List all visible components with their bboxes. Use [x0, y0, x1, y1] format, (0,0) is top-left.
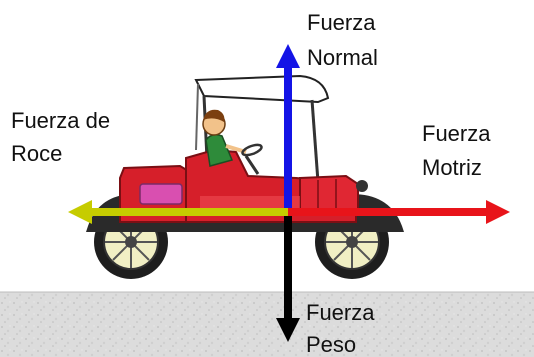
driving-force-label: Fuerza Motriz: [422, 121, 497, 180]
friction-force-label-line2: Roce: [11, 141, 62, 166]
driving-force-label-line1: Fuerza: [422, 121, 491, 146]
normal-force-label: Fuerza Normal: [307, 10, 382, 70]
normal-force-label-line2: Normal: [307, 45, 378, 70]
friction-force-label: Fuerza de Roce: [11, 108, 116, 166]
normal-force-label-line1: Fuerza: [307, 10, 376, 35]
friction-force-arrow: [68, 200, 288, 224]
weight-force-label-line2: Peso: [306, 332, 356, 357]
weight-force-label-line1: Fuerza: [306, 300, 375, 325]
friction-force-label-line1: Fuerza de: [11, 108, 110, 133]
driver-icon: [202, 109, 263, 175]
weight-force-arrow: [276, 212, 300, 342]
vintage-car-icon: [86, 74, 404, 279]
ground-surface: [0, 291, 534, 357]
driving-force-label-line2: Motriz: [422, 155, 482, 180]
weight-force-label: Fuerza Peso: [306, 300, 381, 357]
driving-force-arrow: [288, 200, 510, 224]
normal-force-arrow: [276, 44, 300, 212]
